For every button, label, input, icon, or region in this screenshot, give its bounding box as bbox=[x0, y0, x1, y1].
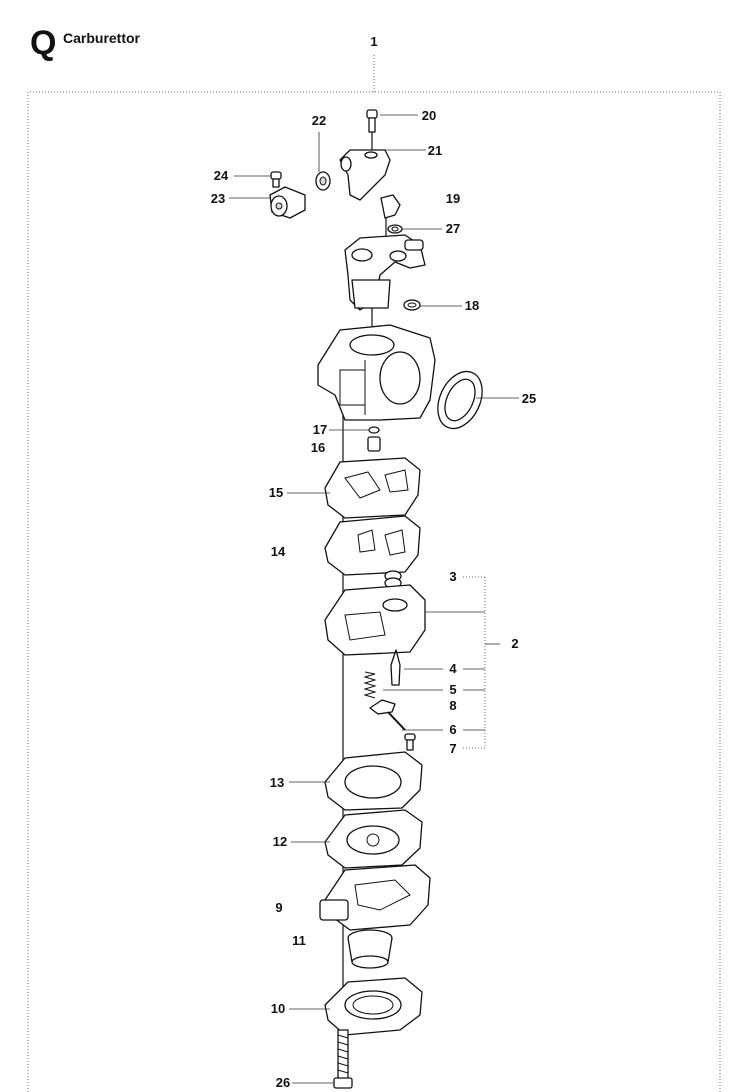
part-23-adjuster bbox=[269, 186, 306, 219]
part-2-metering-body bbox=[324, 584, 426, 656]
part-12-diaphragm bbox=[324, 809, 423, 869]
label-6: 6 bbox=[449, 722, 456, 737]
part-11-filter bbox=[347, 929, 393, 969]
label-18: 18 bbox=[465, 298, 479, 313]
part-21-bracket bbox=[339, 149, 391, 201]
section-letter: Q bbox=[30, 24, 57, 62]
label-5: 5 bbox=[449, 682, 456, 697]
part-17-oring bbox=[368, 426, 380, 434]
part-14-gasket bbox=[324, 515, 421, 576]
label-23: 23 bbox=[211, 191, 225, 206]
part-9-cover bbox=[319, 864, 431, 931]
part-13-gasket bbox=[324, 751, 423, 811]
label-14: 14 bbox=[271, 544, 286, 559]
part-19-pin bbox=[380, 194, 401, 219]
label-27: 27 bbox=[446, 221, 460, 236]
label-4: 4 bbox=[449, 661, 457, 676]
part-6-pin bbox=[387, 711, 406, 731]
label-7: 7 bbox=[449, 741, 456, 756]
label-24: 24 bbox=[214, 168, 229, 183]
group-2-bracket bbox=[463, 576, 486, 749]
part-16-valve bbox=[367, 436, 381, 452]
part-10-flange bbox=[324, 977, 423, 1036]
label-15: 15 bbox=[269, 485, 283, 500]
label-9: 9 bbox=[275, 900, 282, 915]
label-25: 25 bbox=[522, 391, 536, 406]
part-8-lever bbox=[369, 699, 396, 715]
section-title: Carburettor bbox=[63, 30, 141, 46]
leader-lines bbox=[229, 114, 519, 1084]
part-throttle-lever bbox=[344, 234, 426, 311]
label-22: 22 bbox=[312, 113, 326, 128]
part-7-screw bbox=[404, 733, 416, 751]
part-15-gasket bbox=[324, 457, 421, 519]
part-22-bushing bbox=[315, 171, 331, 191]
part-27-washer bbox=[387, 224, 403, 234]
label-2: 2 bbox=[511, 636, 518, 651]
label-3: 3 bbox=[449, 569, 456, 584]
label-16: 16 bbox=[311, 440, 325, 455]
label-11: 11 bbox=[292, 933, 306, 948]
label-1: 1 bbox=[370, 34, 377, 49]
part-26-bolt bbox=[333, 1029, 353, 1089]
label-20: 20 bbox=[422, 108, 436, 123]
part-carburettor-body bbox=[317, 324, 436, 421]
part-18-washer bbox=[403, 299, 421, 311]
part-4-needle bbox=[390, 649, 401, 686]
part-20-screw bbox=[366, 109, 378, 133]
part-5-spring bbox=[363, 671, 377, 699]
part-24-screw bbox=[270, 171, 282, 188]
label-8: 8 bbox=[449, 698, 456, 713]
label-10: 10 bbox=[271, 1001, 285, 1016]
label-17: 17 bbox=[313, 422, 327, 437]
label-13: 13 bbox=[270, 775, 284, 790]
part-25-seal bbox=[437, 370, 483, 430]
label-21: 21 bbox=[428, 143, 442, 158]
label-19: 19 bbox=[446, 191, 460, 206]
label-12: 12 bbox=[273, 834, 287, 849]
label-26: 26 bbox=[276, 1075, 290, 1090]
